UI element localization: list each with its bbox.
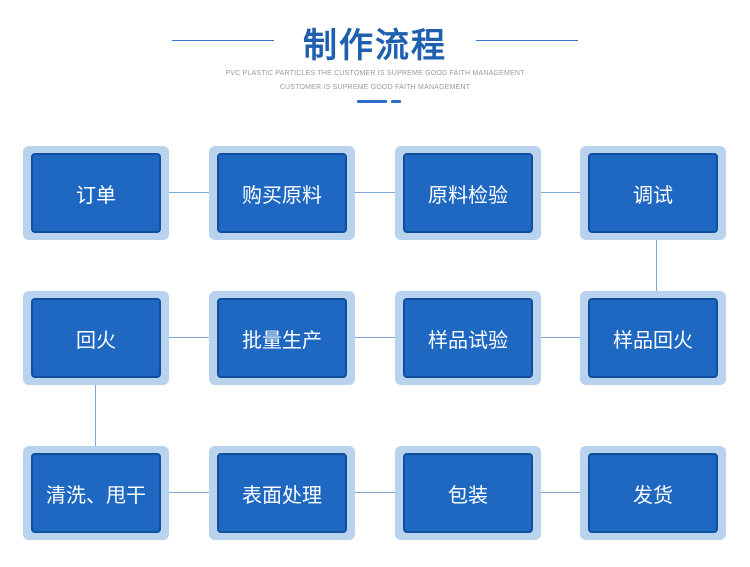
step-label: 调试 — [588, 153, 718, 233]
step-sample-testing: 样品试验 — [395, 291, 541, 385]
connector-3-4 — [539, 192, 583, 193]
connector-2-3 — [354, 192, 397, 193]
step-mass-production: 批量生产 — [209, 291, 355, 385]
step-surface-treatment: 表面处理 — [209, 446, 355, 540]
step-label: 表面处理 — [217, 453, 347, 533]
step-label: 批量生产 — [217, 298, 347, 378]
title-accent-bar-right — [391, 100, 401, 103]
connector-1-2 — [168, 192, 212, 193]
title-accent-bar-left — [357, 100, 387, 103]
connector-5-6 — [539, 337, 583, 338]
step-label: 订单 — [31, 153, 161, 233]
step-label: 清洗、甩干 — [31, 453, 161, 533]
step-shipping: 发货 — [580, 446, 726, 540]
connector-7-8 — [168, 337, 212, 338]
step-packaging: 包装 — [395, 446, 541, 540]
step-sample-tempering: 样品回火 — [580, 291, 726, 385]
step-cleaning-drying: 清洗、甩干 — [23, 446, 169, 540]
connector-9-10 — [168, 492, 212, 493]
connector-8-9 — [95, 380, 96, 450]
step-label: 包装 — [403, 453, 533, 533]
step-purchase-materials: 购买原料 — [209, 146, 355, 240]
connector-11-12 — [539, 492, 583, 493]
step-label: 发货 — [588, 453, 718, 533]
title-rule-right — [476, 40, 578, 41]
step-material-inspection: 原料检验 — [395, 146, 541, 240]
step-label: 回火 — [31, 298, 161, 378]
connector-4-5 — [656, 235, 657, 295]
step-label: 样品试验 — [403, 298, 533, 378]
step-label: 样品回火 — [588, 298, 718, 378]
page-title: 制作流程 — [303, 26, 447, 66]
subtitle-line-1: PVC PLASTIC PARTICLES THE CUSTOMER IS SU… — [225, 70, 525, 77]
subtitle-line-2: CUSTOMER IS SUPREME GOOD FAITH MANAGEMEN… — [279, 84, 471, 91]
connector-10-11 — [354, 492, 397, 493]
step-debugging: 调试 — [580, 146, 726, 240]
connector-6-7 — [354, 337, 397, 338]
title-rule-left — [172, 40, 274, 41]
step-tempering: 回火 — [23, 291, 169, 385]
step-label: 购买原料 — [217, 153, 347, 233]
step-order: 订单 — [23, 146, 169, 240]
step-label: 原料检验 — [403, 153, 533, 233]
